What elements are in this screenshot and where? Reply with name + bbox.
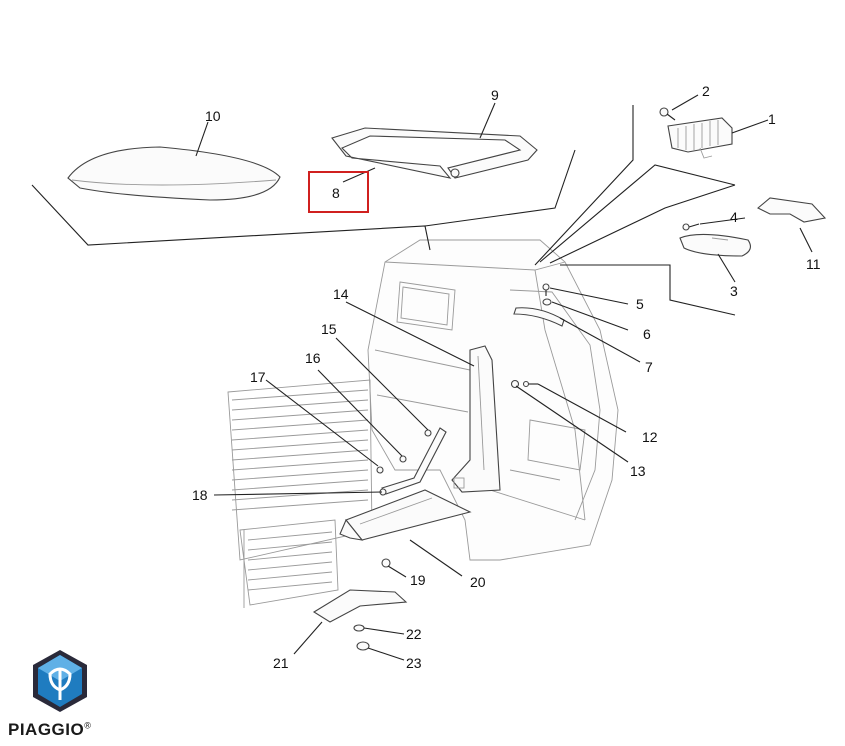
part-22-washer[interactable] [353,624,365,632]
callout-8[interactable]: 8 [332,185,340,201]
part-1-housing[interactable] [667,117,733,159]
callout-20[interactable]: 20 [470,574,486,590]
callout-14[interactable]: 14 [333,286,349,302]
part-6-washer[interactable] [542,298,552,306]
part-21-bracket[interactable] [312,589,408,623]
part-23-nut[interactable] [356,641,370,651]
callout-21[interactable]: 21 [273,655,289,671]
callout-18[interactable]: 18 [192,487,208,503]
part-20-lower-trim[interactable] [339,489,472,541]
callout-13[interactable]: 13 [630,463,646,479]
part-14-pillar-trim[interactable] [451,345,501,493]
callout-23[interactable]: 23 [406,655,422,671]
part-12-screw[interactable] [522,380,539,388]
part-2-screw[interactable] [659,107,676,121]
callout-16[interactable]: 16 [305,350,321,366]
part-10-roof-panel[interactable] [67,146,281,201]
callout-4[interactable]: 4 [730,209,738,225]
callout-1[interactable]: 1 [768,111,776,127]
callout-12[interactable]: 12 [642,429,658,445]
brand-wordmark: PIAGGIO® [8,720,91,740]
part-19-nut[interactable] [381,558,391,568]
part-5-screw[interactable] [542,283,550,296]
callout-6[interactable]: 6 [643,326,651,342]
callout-17[interactable]: 17 [250,369,266,385]
part-13-washer[interactable] [510,379,520,389]
callout-3[interactable]: 3 [730,283,738,299]
callout-2[interactable]: 2 [702,83,710,99]
highlight-box-8 [308,171,369,213]
callout-labels: 1 2 3 4 5 6 7 8 9 10 11 12 13 14 15 16 1… [192,83,821,671]
callout-11[interactable]: 11 [806,256,821,272]
part-4-screw[interactable] [682,223,700,231]
explode-lines [31,105,736,316]
callout-5[interactable]: 5 [636,296,644,312]
part-16-bolt[interactable] [399,455,407,463]
callout-7[interactable]: 7 [645,359,653,375]
callout-22[interactable]: 22 [406,626,422,642]
part-3-cover[interactable] [679,233,751,257]
part-17-bolt[interactable] [376,466,384,474]
part-11-bracket[interactable] [757,197,827,223]
callout-10[interactable]: 10 [205,108,221,124]
part-9-roof-seal[interactable] [331,127,538,179]
part-15-bolt[interactable] [424,429,432,437]
brand-registered-mark: ® [84,720,92,731]
callout-19[interactable]: 19 [410,572,426,588]
piaggio-logo-icon [33,650,87,712]
brand-name: PIAGGIO [8,720,85,739]
leader-lines [195,94,813,661]
part-7-trim-strip[interactable] [513,307,565,327]
callout-9[interactable]: 9 [491,87,499,103]
callout-15[interactable]: 15 [321,321,337,337]
